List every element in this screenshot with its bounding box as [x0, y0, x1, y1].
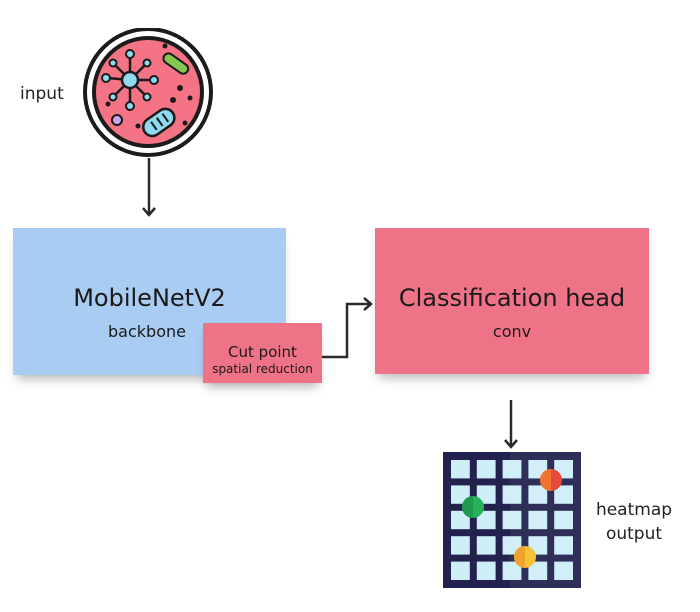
heatmap-cell: [528, 561, 548, 580]
heatmap-cell: [476, 536, 496, 555]
heatmap-cell: [451, 536, 470, 555]
heatmap-cell: [554, 485, 573, 504]
output-label-line2: output: [605, 524, 663, 544]
heatmap-cell: [451, 561, 470, 580]
input-label: input: [20, 84, 64, 104]
classification-head-subtitle: conv: [492, 322, 532, 341]
arrow-head-to-heatmap: [504, 400, 518, 449]
heatmap-cell: [502, 510, 522, 530]
backbone-subtitle: backbone: [108, 322, 186, 341]
arrow-input-to-backbone: [142, 158, 156, 217]
heatmap-grid-icon: [443, 452, 581, 588]
heatmap-cell: [476, 485, 496, 504]
output-label-line1: heatmap: [595, 500, 673, 520]
heatmap-cell: [554, 561, 573, 580]
heatmap-cell: [451, 460, 470, 479]
heatmap-cell: [502, 460, 522, 479]
backbone-title: MobileNetV2: [73, 284, 226, 312]
cut-point-note: Cut point spatial reduction: [203, 323, 322, 383]
classification-head-note: Classification head conv: [375, 228, 649, 374]
heatmap-cell: [476, 561, 496, 580]
arrow-cut-to-head: [322, 297, 373, 359]
cut-point-subtitle: spatial reduction: [212, 362, 313, 376]
heatmap-cell: [528, 510, 548, 530]
heatmap-cell: [528, 485, 548, 504]
heatmap-cell: [502, 485, 522, 504]
output-label: heatmap output: [590, 498, 678, 546]
cut-point-title: Cut point: [228, 343, 297, 361]
heatmap-cell: [476, 460, 496, 479]
heatmap-cell: [451, 485, 470, 504]
classification-head-title: Classification head: [398, 284, 626, 312]
bacteria-cell-icon: [83, 28, 213, 157]
heatmap-cell: [554, 536, 573, 555]
heatmap-cell: [554, 510, 573, 530]
heatmap-cell: [502, 561, 522, 580]
heatmap-cell: [451, 510, 470, 530]
heatmap-cell: [476, 510, 496, 530]
